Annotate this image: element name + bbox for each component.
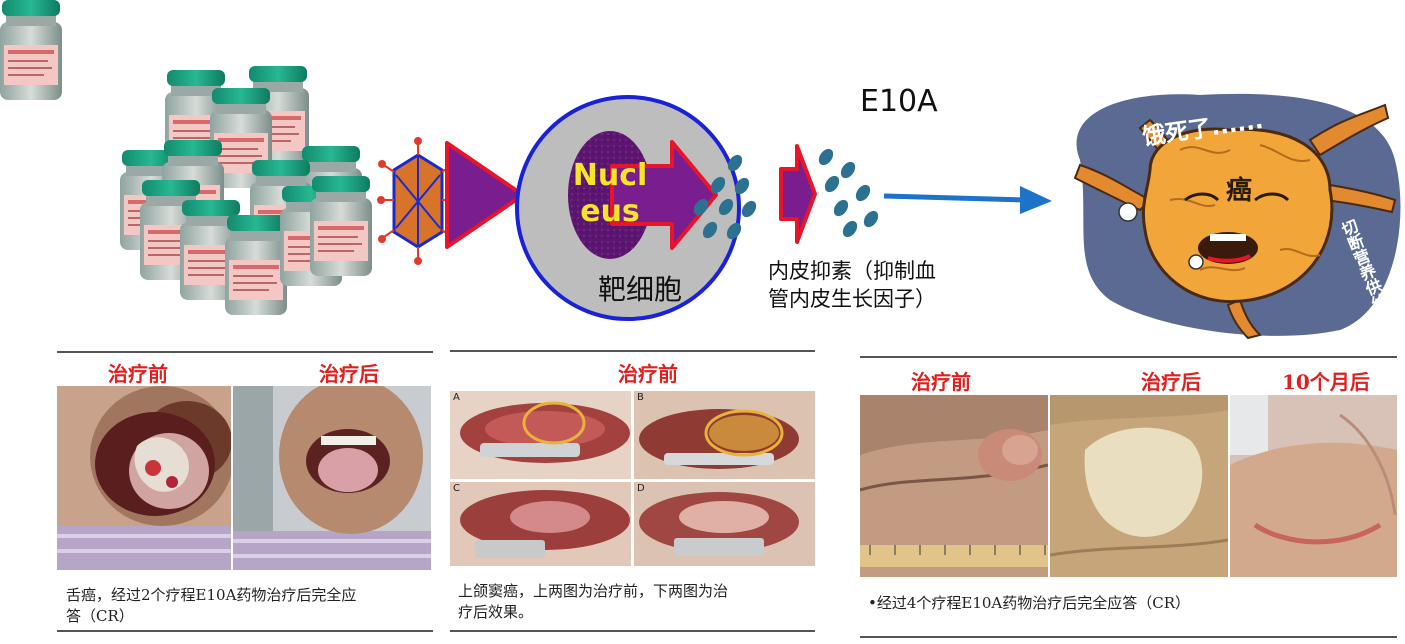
effect-arrow-icon [883,186,1052,214]
protein-dots-outside [818,148,879,238]
panel3-bottom-rule [860,636,1397,638]
endostatin-label: 内皮抑素（抑制血 管内皮生长因子） [768,259,936,311]
photo-letter-d: D [637,483,645,494]
panel3-after-label: 治疗后 [1141,370,1201,394]
panel1-before-label: 治疗前 [108,362,168,386]
skin-after-photo [1050,395,1228,577]
panel1-top-rule [57,351,433,353]
entry-arrow-icon [445,141,525,249]
panel3-10months-label: 10个月后 [1282,370,1370,394]
drug-vials-image [0,0,372,315]
virus-vector-icon [377,137,458,265]
starving-tumor-cartoon [1073,93,1401,340]
mechanism-diagram [0,0,1401,340]
skin-10months-photo [1230,395,1397,577]
tongue-before-photo [57,386,231,570]
expression-arrow-icon [610,140,718,250]
secretion-arrow-icon [779,144,817,244]
maxillary-photo-c [450,482,631,566]
panel2-caption: 上颌窦癌，上两图为治疗前，下两图为治 疗后效果。 [458,582,729,621]
panel3-caption: •经过4个疗程E10A药物治疗后完全应答（CR） [868,594,1191,612]
maxillary-photo-a [450,391,631,479]
panel1-bottom-rule [57,630,433,632]
panel1-after-label: 治疗后 [319,362,379,386]
cartoon-tumor-label: 癌 [1226,176,1253,206]
panel3-before-label: 治疗前 [911,370,971,394]
protein-dots-inside [693,154,757,240]
panel2-top-rule [450,350,815,352]
panel3-top-rule [860,356,1397,358]
nucleus-label: Nucl eus [572,158,648,229]
tongue-after-photo [233,386,431,570]
photo-letter-c: C [453,483,460,494]
skin-before-photo [860,395,1048,577]
panel2-bottom-rule [450,630,815,632]
panel2-before-label: 治疗前 [618,362,678,386]
maxillary-photo-b [634,391,815,479]
maxillary-photo-d [634,482,815,566]
panel1-caption: 舌癌，经过2个疗程E10A药物治疗后完全应 答（CR） [66,586,357,625]
photo-letter-b: B [637,392,644,403]
drug-name-label: E10A [860,84,938,119]
target-cell-label: 靶细胞 [597,273,682,306]
photo-letter-a: A [453,392,460,403]
